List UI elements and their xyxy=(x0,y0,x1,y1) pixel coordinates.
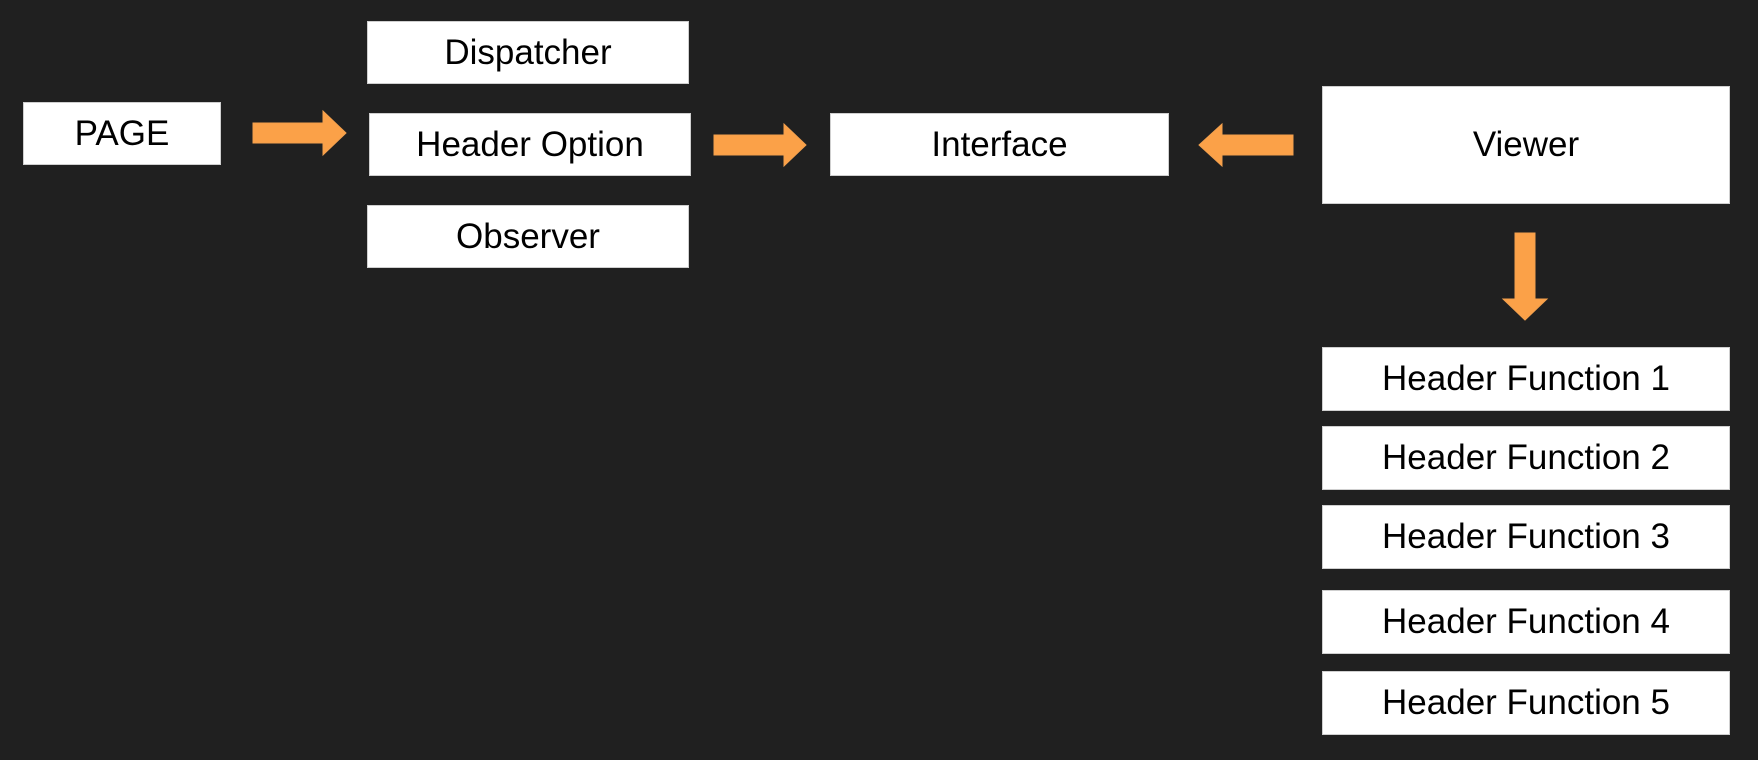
node-header-function-label: Header Function 2 xyxy=(1382,438,1670,477)
node-header-function-4: Header Function 4 xyxy=(1322,590,1730,654)
node-header-function-2: Header Function 2 xyxy=(1322,426,1730,490)
node-interface-label: Interface xyxy=(931,124,1068,164)
arrow-page-to-header-option xyxy=(252,109,347,157)
node-header-option: Header Option xyxy=(369,113,691,176)
arrow-header-option-to-interface xyxy=(713,122,807,168)
node-viewer: Viewer xyxy=(1322,86,1730,204)
node-observer-label: Observer xyxy=(456,216,600,256)
node-interface: Interface xyxy=(830,113,1169,176)
arrow-viewer-to-interface xyxy=(1198,122,1294,168)
node-page: PAGE xyxy=(23,102,221,165)
node-header-option-label: Header Option xyxy=(416,124,644,164)
arrow-viewer-to-header-functions xyxy=(1501,232,1549,321)
node-header-function-1: Header Function 1 xyxy=(1322,347,1730,411)
node-dispatcher-label: Dispatcher xyxy=(444,32,612,72)
node-header-function-label: Header Function 3 xyxy=(1382,517,1670,556)
node-viewer-label: Viewer xyxy=(1472,125,1580,164)
node-dispatcher: Dispatcher xyxy=(367,21,689,84)
node-header-function-label: Header Function 5 xyxy=(1382,683,1670,722)
node-header-function-5: Header Function 5 xyxy=(1322,671,1730,735)
node-header-function-label: Header Function 4 xyxy=(1382,602,1670,641)
node-header-function-3: Header Function 3 xyxy=(1322,505,1730,569)
node-header-function-label: Header Function 1 xyxy=(1382,359,1670,398)
node-page-label: PAGE xyxy=(74,113,170,153)
node-observer: Observer xyxy=(367,205,689,268)
